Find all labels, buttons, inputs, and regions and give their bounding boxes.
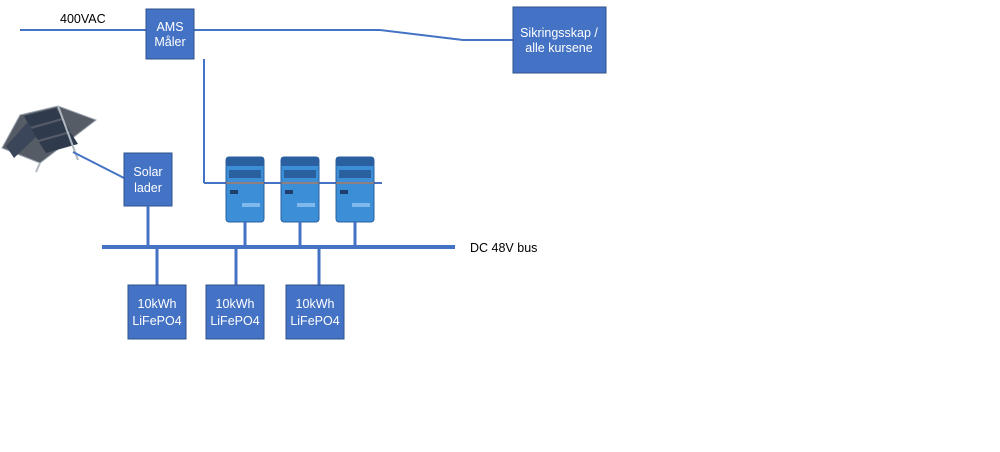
fuse-cabinet-label-2: alle kursene <box>525 41 592 55</box>
battery-2-box <box>205 284 265 340</box>
ams-meter-box <box>145 8 195 60</box>
battery-3-box <box>285 284 345 340</box>
inverter-2 <box>280 156 320 223</box>
battery-3-label-1: 10kWh <box>296 297 335 311</box>
solar-panel-icon <box>1 105 98 173</box>
battery-1-box <box>127 284 187 340</box>
inverter-1 <box>225 156 265 223</box>
inverter-3 <box>335 156 375 223</box>
grid-label: 400VAC <box>60 12 106 26</box>
battery-2-label-2: LiFePO4 <box>210 314 259 328</box>
battery-2-label-1: 10kWh <box>216 297 255 311</box>
fuse-cabinet-box <box>512 6 607 74</box>
ams-meter-label-1: AMS <box>156 20 183 34</box>
dc-bus-label: DC 48V bus <box>470 241 537 255</box>
battery-3-label-2: LiFePO4 <box>290 314 339 328</box>
battery-1-label-2: LiFePO4 <box>132 314 181 328</box>
fuse-cabinet-label-1: Sikringsskap / <box>520 26 598 40</box>
solar-charger-box <box>123 152 173 207</box>
ac-feed-line-2 <box>379 29 464 41</box>
solar-cable <box>72 151 125 179</box>
solar-charger-label-1: Solar <box>133 165 162 179</box>
ams-meter-label-2: Måler <box>154 35 185 49</box>
battery-1-label-1: 10kWh <box>138 297 177 311</box>
solar-charger-label-2: lader <box>134 181 162 195</box>
